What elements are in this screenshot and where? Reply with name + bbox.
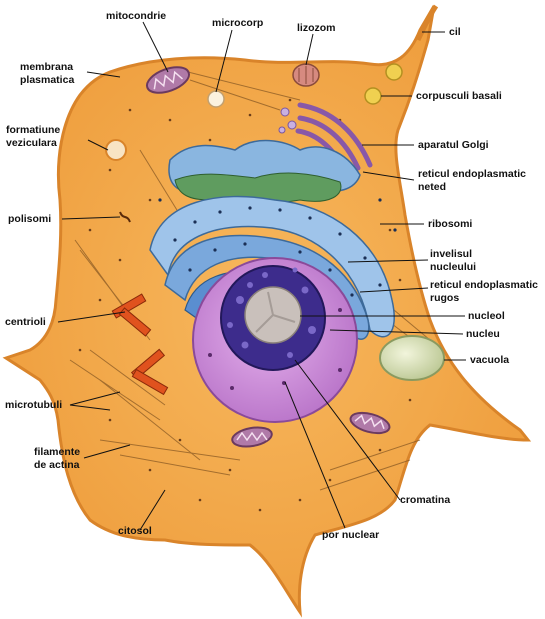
label-microtubules: microtubuli [5, 399, 62, 411]
label-smooth-er-line1: reticul endoplasmatic [418, 168, 526, 180]
basal-body [385, 63, 403, 81]
label-chromatin: cromatina [400, 494, 450, 506]
label-cytosol: citosol [118, 525, 152, 537]
label-actin-filaments-line1: filamente [34, 446, 80, 458]
label-rough-er-line1: reticul endoplasmatic [430, 279, 538, 291]
label-vesicle-formation-line1: formatiune [6, 124, 60, 136]
cytosol-granules [78, 98, 412, 512]
nucleolus-detail [255, 291, 296, 333]
vesicle-formation [105, 139, 127, 161]
ribosomes [158, 198, 397, 297]
polysome [119, 211, 131, 223]
label-golgi: aparatul Golgi [418, 139, 489, 151]
label-vesicle-formation-line2: veziculara [6, 137, 57, 149]
label-rough-er-line2: rugos [430, 292, 459, 304]
label-ribosomes: ribosomi [428, 218, 472, 230]
label-plasma-membrane-line1: membrana [20, 61, 73, 73]
centriole [111, 293, 152, 337]
label-cilium: cil [449, 26, 461, 38]
mitochondrion [231, 426, 273, 448]
label-smooth-er-line2: neted [418, 181, 446, 193]
label-vacuole: vacuola [470, 354, 509, 366]
label-nuclear-envelope-line1: invelisul [430, 248, 472, 260]
basal-body [364, 87, 382, 105]
label-nucleus: nucleu [466, 328, 500, 340]
label-nucleolus: nucleol [468, 310, 505, 322]
leader-lines [57, 21, 466, 531]
label-actin-filaments-line2: de actina [34, 459, 80, 471]
centriole [130, 348, 169, 396]
label-plasma-membrane-line2: plasmatica [20, 74, 74, 86]
microbody [207, 90, 225, 108]
label-polysomes: polisomi [8, 213, 51, 225]
chromatin [227, 267, 316, 358]
golgi-vesicles [278, 107, 297, 134]
label-nuclear-pore: por nuclear [322, 529, 379, 541]
mitochondrion [349, 411, 391, 435]
cilium [364, 4, 439, 105]
vacuole [379, 335, 445, 381]
label-nuclear-envelope-line2: nucleului [430, 261, 476, 273]
label-mitochondrion: mitocondrie [106, 10, 166, 22]
label-centrioles: centrioli [5, 316, 46, 328]
nuclear-pores [208, 308, 342, 390]
mitochondrion [145, 66, 191, 94]
label-lysosome: lizozom [297, 22, 336, 34]
label-microbody: microcorp [212, 17, 263, 29]
lysosome [292, 63, 320, 87]
label-basal-bodies: corpusculi basali [416, 90, 502, 102]
